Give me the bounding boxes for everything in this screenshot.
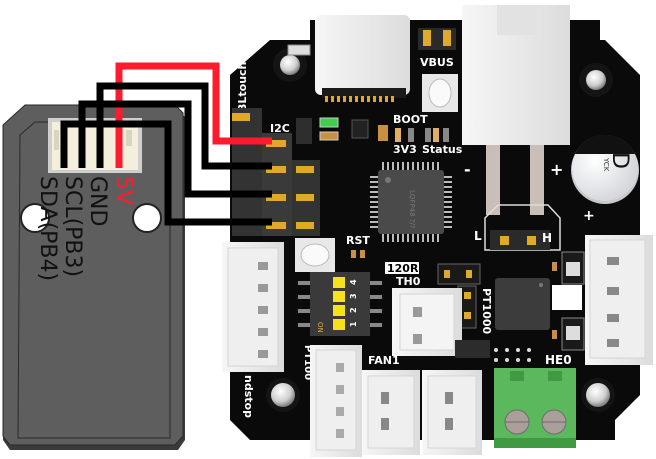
sensor-module: 5V GND SCL(PB3) SDA(PB4)	[2, 104, 185, 450]
voltage-jumper-lh[interactable]	[484, 204, 561, 251]
power-connector[interactable]	[462, 5, 570, 215]
label-pt100: PT100	[302, 345, 313, 380]
connector-fan2[interactable]	[422, 370, 482, 455]
label-th0: TH0	[396, 275, 421, 288]
usb-c-connector	[315, 15, 410, 102]
wires	[60, 62, 272, 226]
label-he0: HE0	[545, 353, 572, 367]
boot-button[interactable]	[422, 74, 458, 112]
electrolytic-capacitor: YCK D	[571, 134, 639, 204]
label-jumper-h: H	[542, 231, 552, 245]
dip-toggle-2[interactable]	[333, 305, 345, 316]
reset-button[interactable]	[295, 238, 335, 272]
mcu-marking: LQFP48 ?/?	[408, 190, 416, 229]
label-i2c: I2C	[270, 122, 290, 135]
dip-toggle-4[interactable]	[333, 277, 345, 288]
connector-right-4pin[interactable]	[585, 235, 653, 365]
mount-hole-bottom-right	[581, 378, 615, 412]
label-rst: RST	[346, 234, 370, 247]
sensor-board	[2, 104, 184, 446]
termination-jumper[interactable]	[437, 263, 481, 285]
sensor-mount-hole-right	[132, 203, 162, 233]
wire-gnd	[96, 82, 272, 170]
label-minus-1: -	[464, 160, 471, 179]
wire-sda	[60, 120, 272, 226]
terminal-he0[interactable]	[494, 368, 576, 448]
dip-label-3: 3	[349, 293, 358, 299]
label-plus-2: +	[583, 208, 595, 224]
mcu-chip: LQFP48 ?/?	[370, 162, 452, 242]
label-vbus: VBUS	[420, 56, 454, 69]
mount-hole-bottom-left	[266, 378, 300, 412]
cap-mark: D	[607, 152, 632, 169]
label-boot: BOOT	[393, 113, 428, 126]
pin-label-gnd: GND	[85, 176, 110, 226]
dip-label-2: 2	[349, 307, 358, 313]
label-120r: 120R	[387, 262, 419, 275]
controller-board: VBUS BOOT 3V3 Status BLtouch I2C	[222, 5, 653, 457]
dip-label-on: ON	[316, 322, 324, 333]
label-jumper-l: L	[474, 229, 482, 243]
connector-th0[interactable]	[392, 288, 462, 356]
power-led	[319, 117, 339, 128]
sensor-mount-hole-left	[20, 203, 50, 233]
driver-chip	[495, 278, 550, 330]
connector-pt100[interactable]	[310, 345, 362, 457]
bltouch-i2c-header[interactable]	[232, 108, 320, 236]
diode	[296, 118, 312, 144]
dip-toggle-3[interactable]	[333, 291, 345, 302]
label-fan1: FAN1	[368, 354, 400, 367]
vbus-jumper[interactable]	[418, 28, 456, 50]
label-plus-1: +	[550, 160, 563, 179]
mount-hole-top-right	[579, 63, 613, 97]
dip-label-4: 4	[349, 279, 358, 285]
label-pt1000: PT1000	[480, 288, 493, 335]
pin-label-scl: SCL(PB3)	[60, 176, 85, 277]
pin-label-5v: 5V	[111, 176, 136, 205]
label-bltouch: BLtouch	[236, 62, 249, 112]
connector-endstop[interactable]	[222, 242, 284, 372]
label-endstop: ndstop	[242, 375, 255, 418]
pin-label-sda: SDA(PB4)	[35, 176, 60, 281]
dip-switch[interactable]	[298, 272, 382, 336]
mount-hole-top-left	[273, 48, 307, 82]
dip-label-1: 1	[349, 321, 358, 327]
connector-fan1[interactable]	[362, 370, 420, 455]
dip-toggle-1[interactable]	[333, 319, 345, 330]
wire-5v	[115, 62, 272, 168]
cap-brand: YCK	[602, 157, 610, 172]
label-status: Status	[422, 143, 463, 156]
label-3v3: 3V3	[393, 143, 417, 156]
